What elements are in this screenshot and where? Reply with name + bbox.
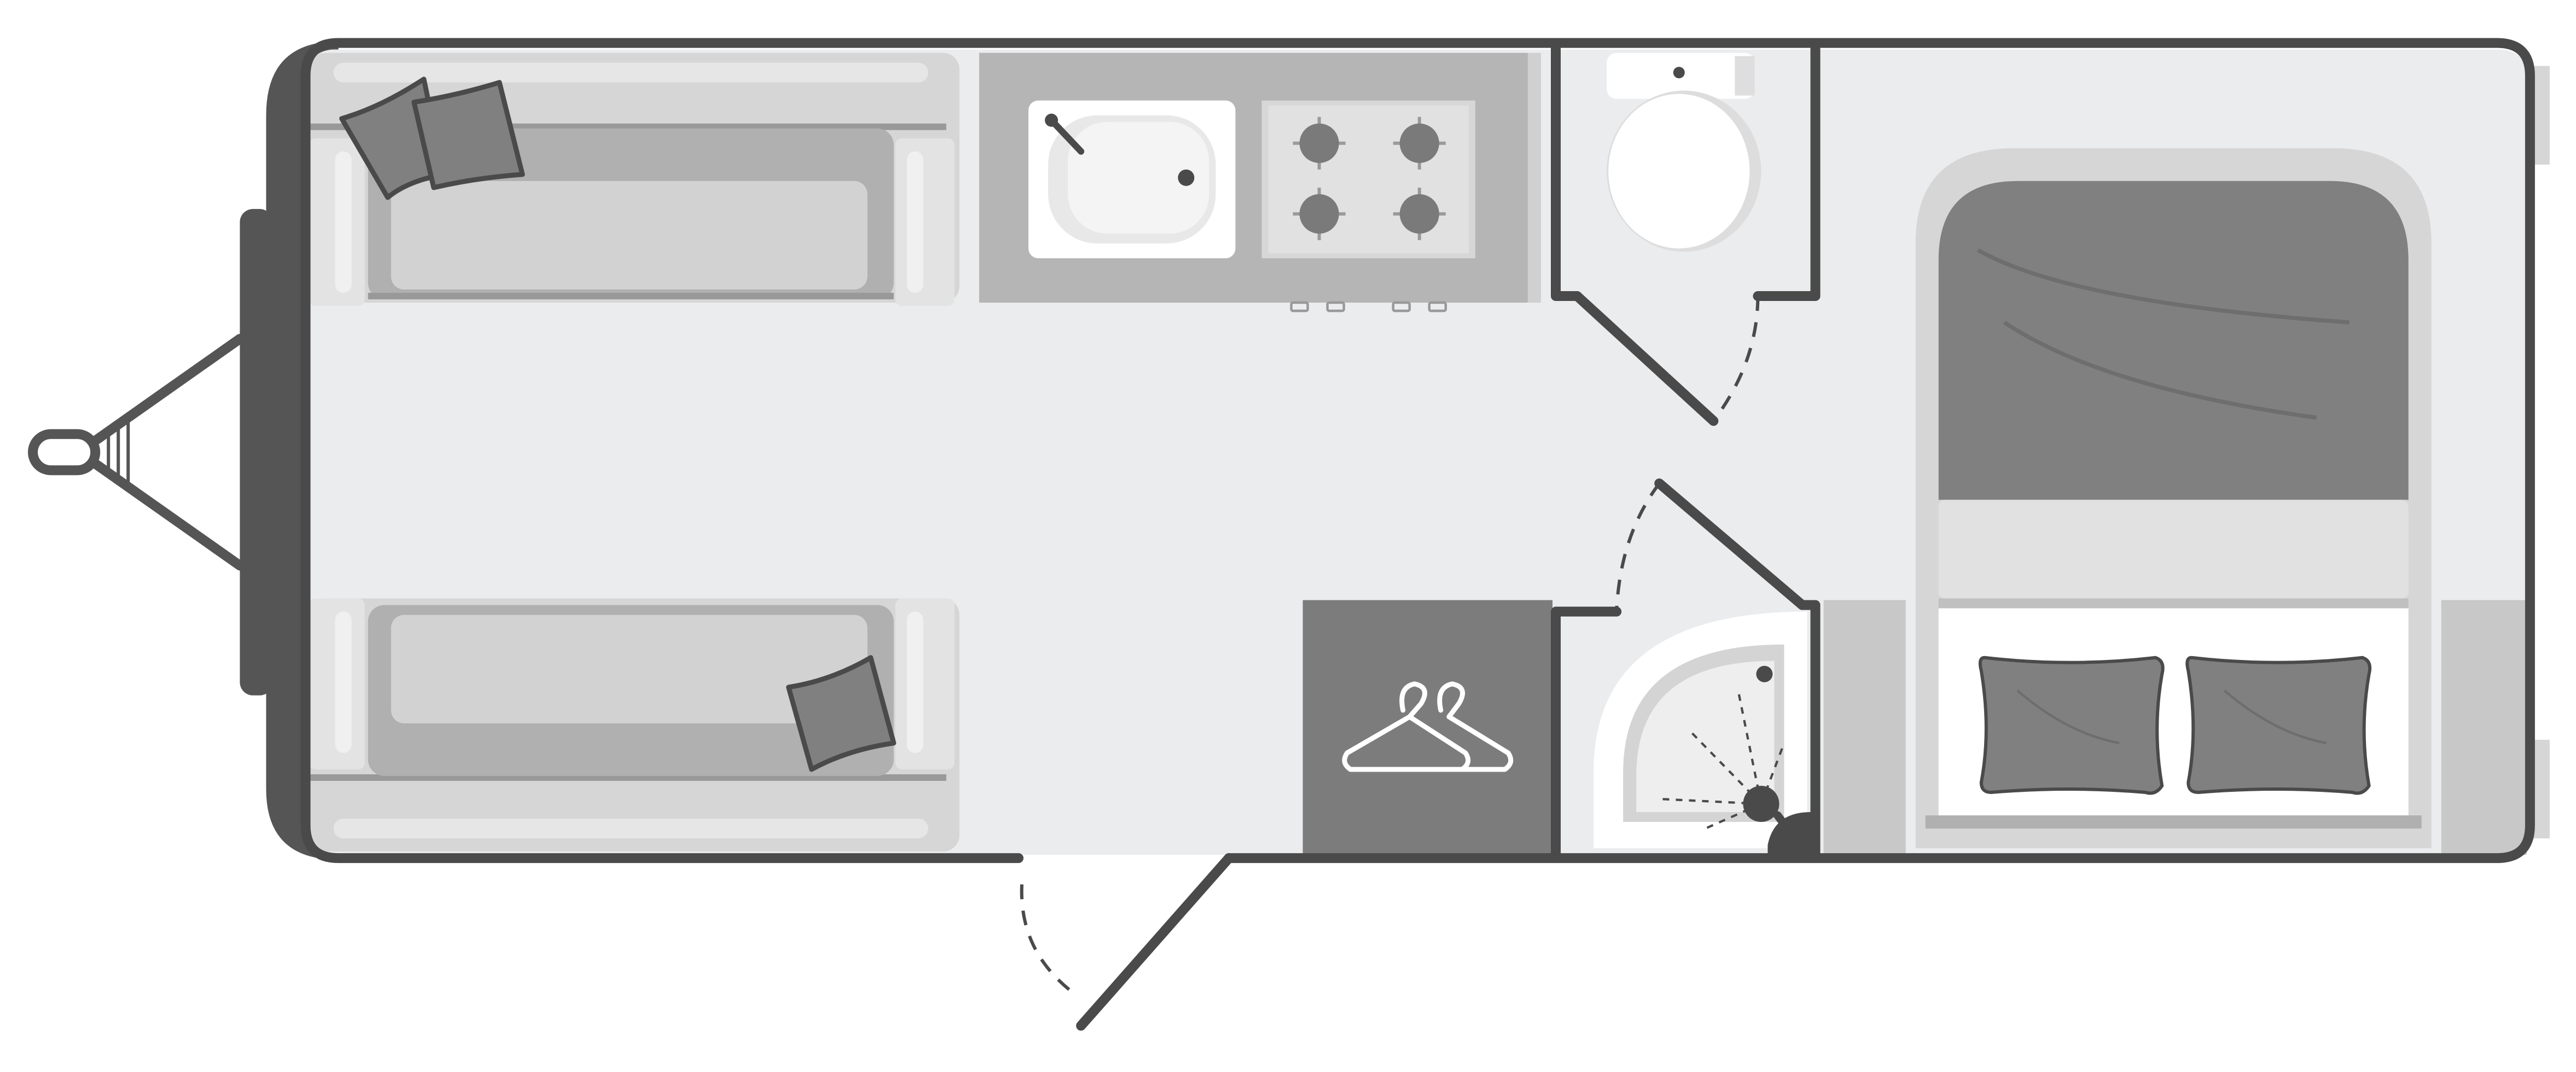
door-swings — [1020, 296, 1760, 998]
front-bumper — [240, 208, 273, 696]
bedroom — [1823, 148, 2527, 855]
four-burner-hob-icon — [1261, 100, 1475, 258]
tow-hitch-icon — [28, 208, 273, 696]
shower-room — [1564, 611, 1814, 855]
pillow-icon — [2185, 656, 2372, 795]
rear-stabiliser-top — [2533, 66, 2550, 165]
toilet-icon — [1607, 53, 1761, 252]
double-bed-icon — [1915, 148, 2432, 849]
sink-basin-icon — [1028, 100, 1236, 258]
walls — [300, 38, 2535, 1031]
shower-wall-left — [1551, 606, 1622, 864]
toilet-door[interactable] — [1572, 291, 1719, 426]
rear-stabiliser-bottom — [2533, 739, 2550, 839]
front-sofa-top — [309, 53, 960, 306]
front-sofa-bottom — [309, 598, 960, 852]
toilet-wall-right — [1753, 38, 1821, 302]
cushion-icon — [411, 80, 525, 190]
wardrobe — [1302, 600, 1553, 855]
entrance-door[interactable] — [1076, 853, 1234, 1031]
coat-hanger-icon — [1342, 681, 1514, 772]
toilet-room — [1561, 53, 1811, 293]
outer-wall — [300, 38, 2535, 864]
kitchen-counter — [979, 53, 1541, 312]
cushion-icon — [786, 655, 897, 772]
shower-tray-icon — [1594, 611, 1814, 855]
shower-door[interactable] — [1654, 478, 1807, 610]
toilet-wall-left — [1551, 38, 1583, 302]
pillow-icon — [1978, 656, 2165, 795]
